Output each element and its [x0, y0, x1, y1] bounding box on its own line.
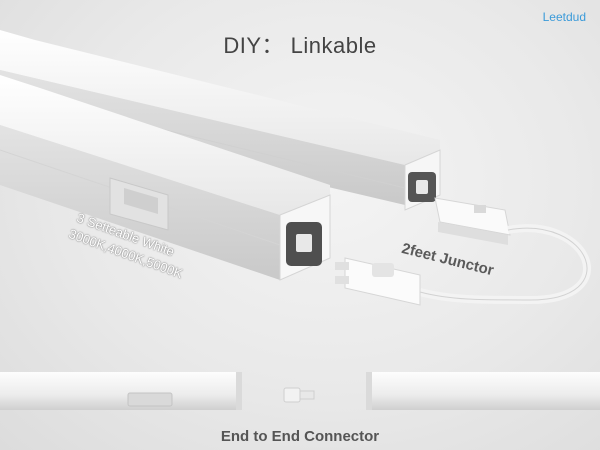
light-bar-back: [0, 30, 441, 211]
light-bar-bottom-right: [366, 372, 600, 410]
light-bar-bottom-left: [0, 372, 242, 410]
end-connector-icon: [283, 387, 315, 403]
light-bar-front: [0, 75, 331, 281]
page-title: DIY： Linkable: [223, 33, 377, 58]
junctor-cable-icon: [335, 197, 592, 306]
end-connector-label: End to End Connector: [220, 428, 380, 445]
brand-logo: Leetdud: [542, 10, 586, 24]
